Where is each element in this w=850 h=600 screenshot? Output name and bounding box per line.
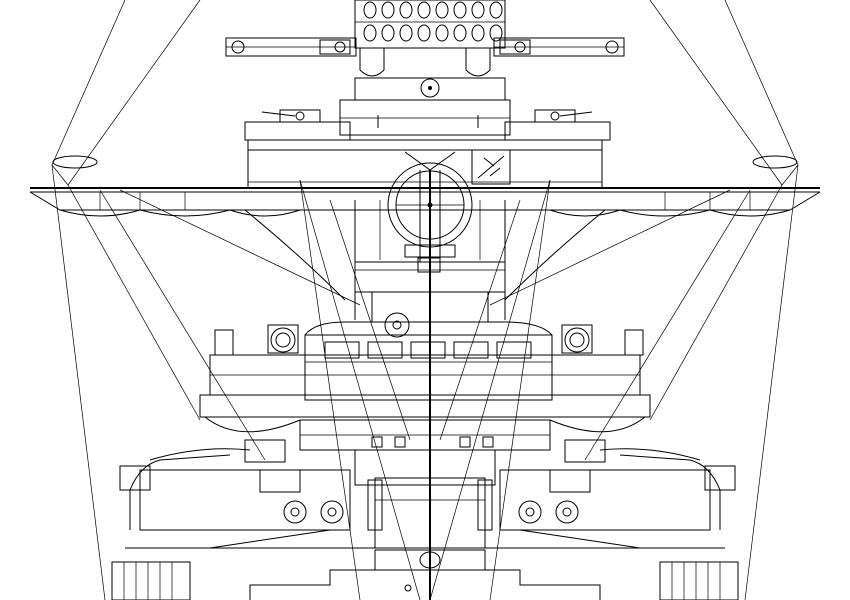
deck-base [111,529,739,600]
rangefinder-arms [225,37,625,57]
rangefinder-lens-icon [605,40,619,54]
central-mast [419,170,441,600]
radar-array [354,0,506,77]
searchlight-icon [267,324,593,354]
rigging-lines [51,0,799,600]
director-tower [339,77,511,136]
secondary-turrets [119,439,736,531]
rangefinder-lens-icon [231,40,245,54]
rangefinder-icon [471,149,511,185]
lower-structure [299,419,551,549]
bridge-platform [29,139,821,301]
